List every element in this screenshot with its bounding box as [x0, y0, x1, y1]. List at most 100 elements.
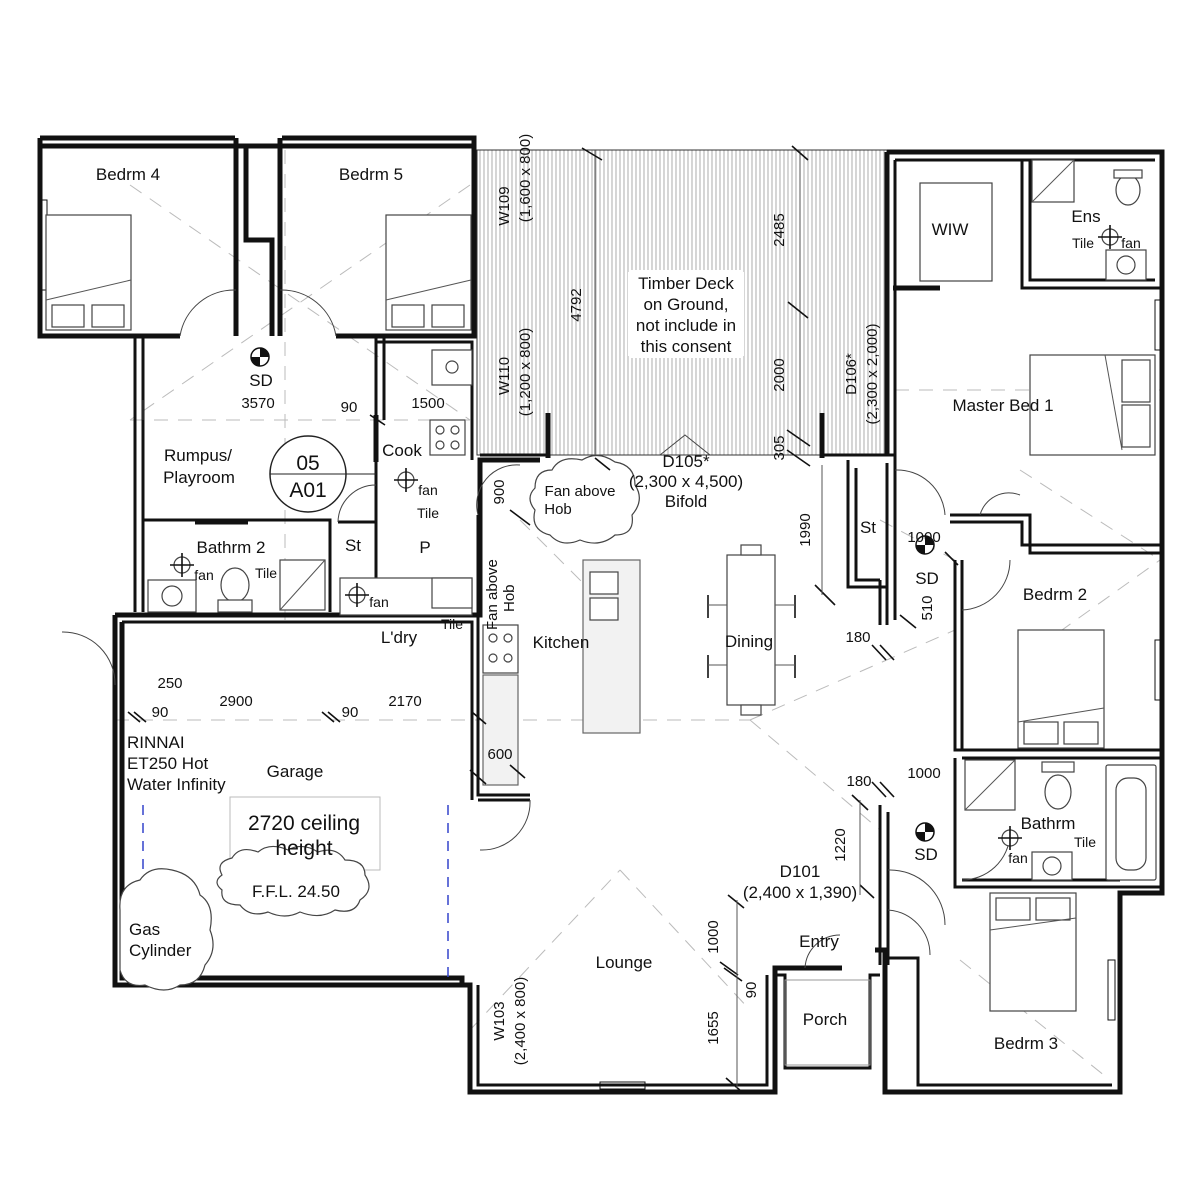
dim-1000-low: 1000: [907, 765, 940, 782]
sd-top-label: SD: [249, 371, 273, 390]
ffl-label: F.F.L. 24.50: [252, 882, 340, 901]
d105-line3: Bifold: [665, 492, 708, 511]
ldry-tile-label: Tile: [441, 616, 463, 632]
room-bedrm3: Bedrm 3: [994, 1034, 1058, 1053]
d106-line2: (2,300 x 2,000): [864, 324, 881, 425]
dim-305: 305: [771, 435, 788, 460]
d106-line1: D106*: [843, 353, 860, 395]
room-rumpus-line1: Rumpus/: [164, 446, 232, 465]
w103-line1: W103: [491, 1001, 508, 1040]
fan-above-hob-vertical-line2: Hob: [501, 584, 518, 612]
room-laundry: L'dry: [381, 628, 418, 647]
room-rumpus-line2: Playroom: [163, 468, 235, 487]
d101-line1: D101: [780, 862, 821, 881]
smoke-detector-icon: [915, 535, 935, 555]
deck-note: Timber Deck on Ground, not include in th…: [628, 272, 744, 356]
dim-90-garage-mid: 90: [342, 704, 359, 721]
sd-top-dim: 3570: [241, 395, 274, 412]
dimension-ticks: [127, 145, 959, 1093]
d105-line1: D105*: [662, 452, 710, 471]
fixtures: [45, 159, 1157, 1012]
room-pantry: P: [419, 538, 430, 557]
room-dining: Dining: [725, 632, 773, 651]
fan-icon: [345, 583, 369, 607]
gas-line1: Gas: [129, 920, 160, 939]
dim-1000-lounge: 1000: [705, 920, 722, 953]
ldry-fan-label: fan: [369, 594, 388, 610]
room-porch: Porch: [803, 1010, 847, 1029]
dim-180-mid: 180: [845, 629, 870, 646]
room-cook: Cook: [382, 441, 422, 460]
dim-1000-mid: 1000: [907, 529, 940, 546]
fan-icon: [394, 468, 418, 492]
deck-line2: on Ground,: [643, 295, 728, 314]
room-entry: Entry: [799, 932, 839, 951]
fan-above-hob-line1: Fan above: [545, 483, 616, 500]
room-bedrm2: Bedrm 2: [1023, 585, 1087, 604]
w109-line1: W109: [496, 186, 513, 225]
ceiling-height-line2: height: [275, 837, 332, 860]
dim-90-garage-left: 90: [152, 704, 169, 721]
dim-250: 250: [157, 675, 182, 692]
door-swings: [61, 289, 1021, 969]
fan-icon: [998, 826, 1022, 850]
bath-tile-label: Tile: [1074, 834, 1096, 850]
dim-4792: 4792: [568, 288, 585, 321]
fan-above-hob-vertical-line1: Fan above: [484, 559, 501, 630]
dim-90-lounge: 90: [743, 982, 760, 999]
room-wiw: WIW: [932, 220, 969, 239]
room-ens: Ens: [1071, 207, 1100, 226]
ens-tile-label: Tile: [1072, 235, 1094, 251]
w103-line2: (2,400 x 800): [512, 977, 529, 1065]
dimension-labels: 4792 2485 2000 305 1990 90 900 1000 510 …: [152, 213, 941, 1044]
cook-tile-label: Tile: [417, 505, 439, 521]
section-callout: [269, 435, 376, 513]
ceiling-height-line1: 2720 ceiling: [248, 812, 360, 835]
w110-line1: W110: [496, 357, 513, 395]
sd-low-label: SD: [914, 845, 938, 864]
dim-90-cook: 90: [341, 399, 358, 416]
d105-line2: (2,300 x 4,500): [629, 472, 743, 491]
room-master: Master Bed 1: [952, 396, 1053, 415]
dim-900: 900: [491, 479, 508, 504]
exterior-walls: [37, 135, 1165, 1095]
room-bathrm: Bathrm: [1021, 814, 1076, 833]
d101-line2: (2,400 x 1,390): [743, 883, 857, 902]
room-store-right: St: [860, 518, 876, 537]
room-kitchen: Kitchen: [533, 633, 590, 652]
room-lounge: Lounge: [596, 953, 653, 972]
notes: Fan above Hob Fan above Hob RINNAI ET250…: [127, 483, 615, 960]
dim-2000: 2000: [771, 358, 788, 391]
gas-cloud: [119, 868, 214, 991]
room-bedrm4: Bedrm 4: [96, 165, 160, 184]
ens-fan-label: fan: [1121, 235, 1140, 251]
deck-line1: Timber Deck: [638, 274, 734, 293]
rinnai-line2: ET250 Hot: [127, 754, 209, 773]
dim-2900: 2900: [219, 693, 252, 710]
ffl-cloud: [216, 845, 370, 917]
w109-line2: (1,600 x 800): [517, 134, 534, 222]
rinnai-line3: Water Infinity: [127, 775, 226, 794]
dim-510: 510: [919, 595, 936, 620]
callout-sheet: A01: [289, 479, 326, 502]
room-bathrm2: Bathrm 2: [197, 538, 266, 557]
fan-icon: [170, 553, 194, 577]
room-store-left: St: [345, 536, 361, 555]
fan-cloud: [529, 454, 640, 544]
room-bedrm5: Bedrm 5: [339, 165, 403, 184]
dim-600: 600: [487, 746, 512, 763]
dim-1220: 1220: [832, 828, 849, 861]
opening-labels: W109 (1,600 x 800) W110 (1,200 x 800) D1…: [491, 134, 881, 1065]
dim-1655: 1655: [705, 1011, 722, 1044]
dim-2170: 2170: [388, 693, 421, 710]
bath2-fan-label: fan: [194, 567, 213, 583]
callout-number: 05: [296, 452, 319, 475]
fan-icon: [1098, 225, 1122, 249]
cook-dim: 1500: [411, 395, 444, 412]
smoke-detector-icon: [915, 822, 935, 842]
sd-mid-label: SD: [915, 569, 939, 588]
dim-2485: 2485: [771, 213, 788, 246]
cook-fan-label: fan: [418, 482, 437, 498]
bath-fan-label: fan: [1008, 850, 1027, 866]
deck-line3: not include in: [636, 316, 736, 335]
